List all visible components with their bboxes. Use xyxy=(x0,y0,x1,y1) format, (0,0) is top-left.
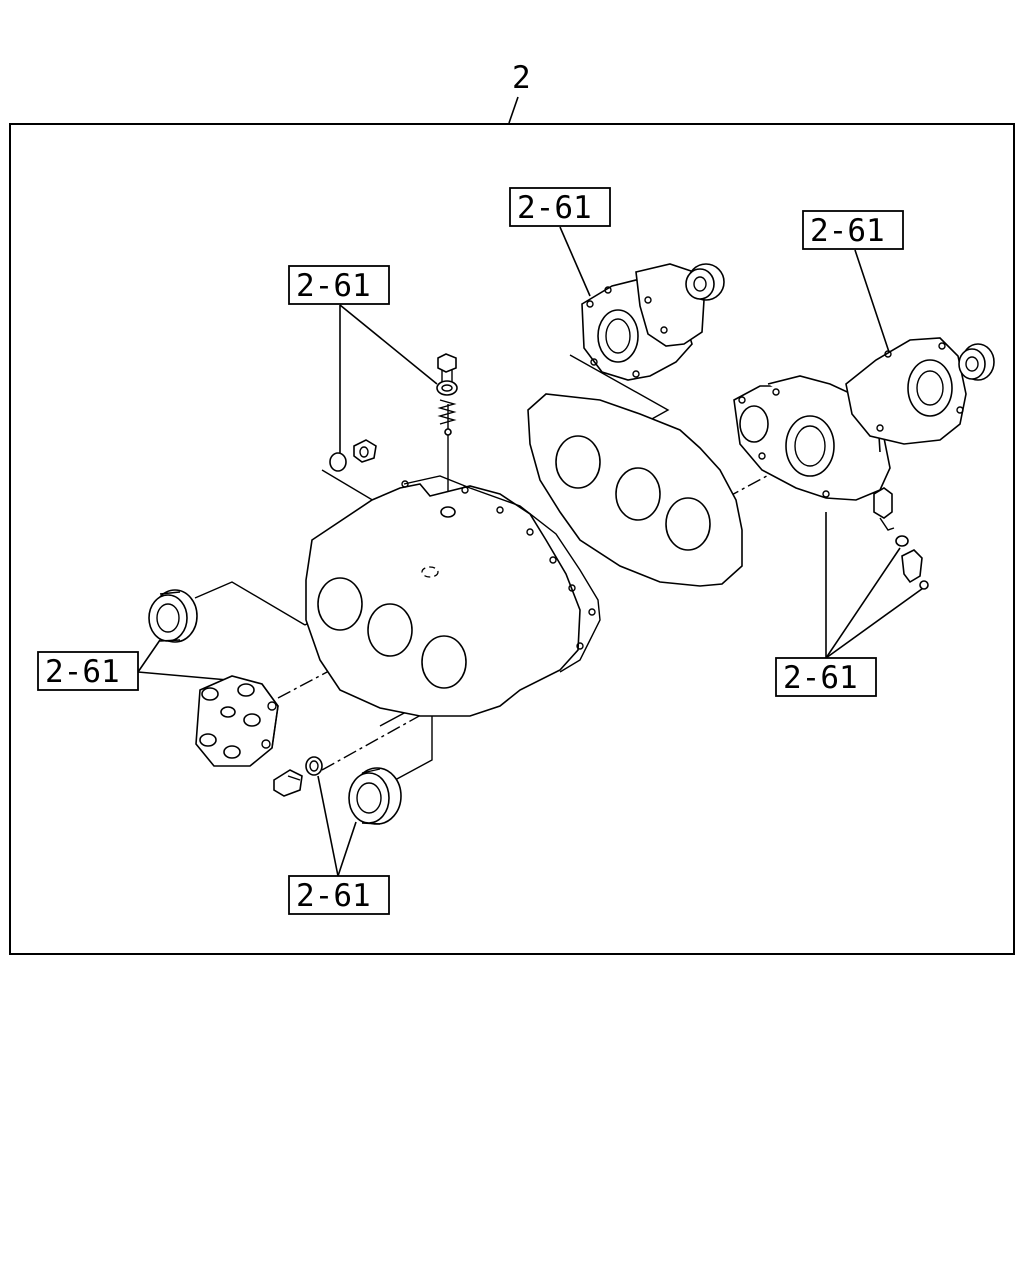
oil-seal-left xyxy=(148,589,198,643)
callout-label: 2-61 xyxy=(517,190,592,226)
callout-box-right[interactable]: 2-61 xyxy=(775,657,877,697)
lock-nut-top xyxy=(685,263,725,301)
callout-label: 2-61 xyxy=(810,213,885,249)
callout-box-top-left[interactable]: 2-61 xyxy=(288,265,390,305)
detent-spring xyxy=(437,399,457,425)
o-ring-right-bottom xyxy=(919,580,929,590)
indicator-switch xyxy=(873,487,895,531)
center-plate xyxy=(527,393,743,587)
end-cover-left xyxy=(195,675,279,767)
rear-bearing-housing xyxy=(581,263,705,381)
sealing-washer-bottom xyxy=(305,756,323,776)
callout-label: 2-61 xyxy=(45,654,120,690)
check-bolt xyxy=(437,353,457,382)
callout-box-bottom[interactable]: 2-61 xyxy=(288,875,390,915)
callout-label: 2-61 xyxy=(296,268,371,304)
lock-nut-right xyxy=(958,343,995,381)
o-ring-left xyxy=(329,452,347,472)
drain-plug xyxy=(273,769,303,797)
callout-box-top-right[interactable]: 2-61 xyxy=(802,210,904,250)
filler-plug xyxy=(353,439,377,463)
callout-label: 2-61 xyxy=(296,878,371,914)
sealing-washer-top xyxy=(436,380,458,396)
front-output-cover xyxy=(845,337,967,445)
detent-ball xyxy=(444,428,452,436)
callout-box-left[interactable]: 2-61 xyxy=(37,651,139,691)
callout-box-top-center[interactable]: 2-61 xyxy=(509,187,611,227)
group-label: 2 xyxy=(512,60,531,96)
callout-label: 2-61 xyxy=(783,660,858,696)
leader-lines xyxy=(137,226,927,877)
group-leader-line xyxy=(508,96,519,124)
assembly-frame xyxy=(9,123,1015,955)
o-ring-right-top xyxy=(895,535,909,547)
front-output-housing xyxy=(733,375,891,501)
plunger-plug xyxy=(901,549,923,584)
oil-seal-bottom xyxy=(348,767,402,825)
transfer-case-housing xyxy=(305,475,601,717)
